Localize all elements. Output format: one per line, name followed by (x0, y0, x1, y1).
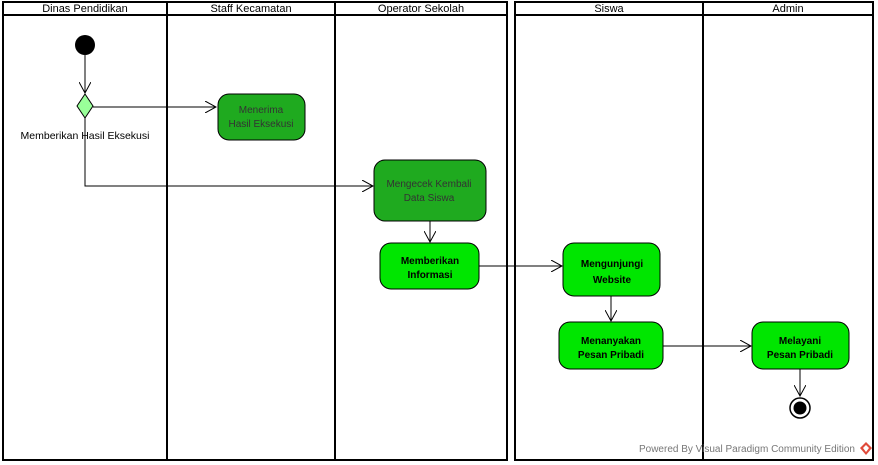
action-label-line: Data Siswa (404, 193, 455, 204)
flow-decision-to-mengecek (84, 118, 373, 186)
action-melayani-pesan-pribadi: Melayani Pesan Pribadi (751, 321, 850, 370)
final-node (789, 397, 811, 419)
visual-paradigm-logo-icon (860, 442, 872, 455)
lane-header-admin: Admin (772, 3, 803, 15)
action-label-line: Hasil Eksekusi (228, 119, 293, 130)
swimlane-group-right (514, 1, 874, 461)
action-label-line: Mengecek Kembali (386, 179, 471, 190)
action-label-line: Informasi (407, 270, 452, 281)
action-label-line: Pesan Pribadi (767, 350, 833, 361)
powered-by-text: Powered By Visual Paradigm Community Edi… (639, 444, 855, 455)
action-menerima-hasil-eksekusi: Menerima Hasil Eksekusi (217, 93, 306, 141)
lane-header-operator: Operator Sekolah (378, 3, 464, 15)
action-menanyakan-pesan-pribadi: Menanyakan Pesan Pribadi (558, 321, 664, 370)
action-mengecek-kembali: Mengecek Kembali Data Siswa (373, 159, 487, 222)
initial-node (75, 35, 95, 55)
lane-header-dinas: Dinas Pendidikan (42, 3, 128, 15)
action-label-line: Melayani (779, 336, 821, 347)
action-mengunjungi-website: Mengunjungi Website (562, 242, 661, 297)
action-label-line: Pesan Pribadi (578, 350, 644, 361)
action-label-line: Memberikan (401, 256, 459, 267)
action-memberikan-informasi: Memberikan Informasi (379, 242, 480, 290)
action-label-line: Website (593, 275, 632, 286)
lane-header-siswa: Siswa (594, 3, 624, 15)
lane-header-staff: Staff Kecamatan (210, 3, 291, 15)
action-label-line: Menerima (239, 105, 284, 116)
action-label-line: Menanyakan (581, 336, 641, 347)
action-label-line: Mengunjungi (581, 259, 643, 270)
swimlane-group-left (2, 1, 508, 461)
